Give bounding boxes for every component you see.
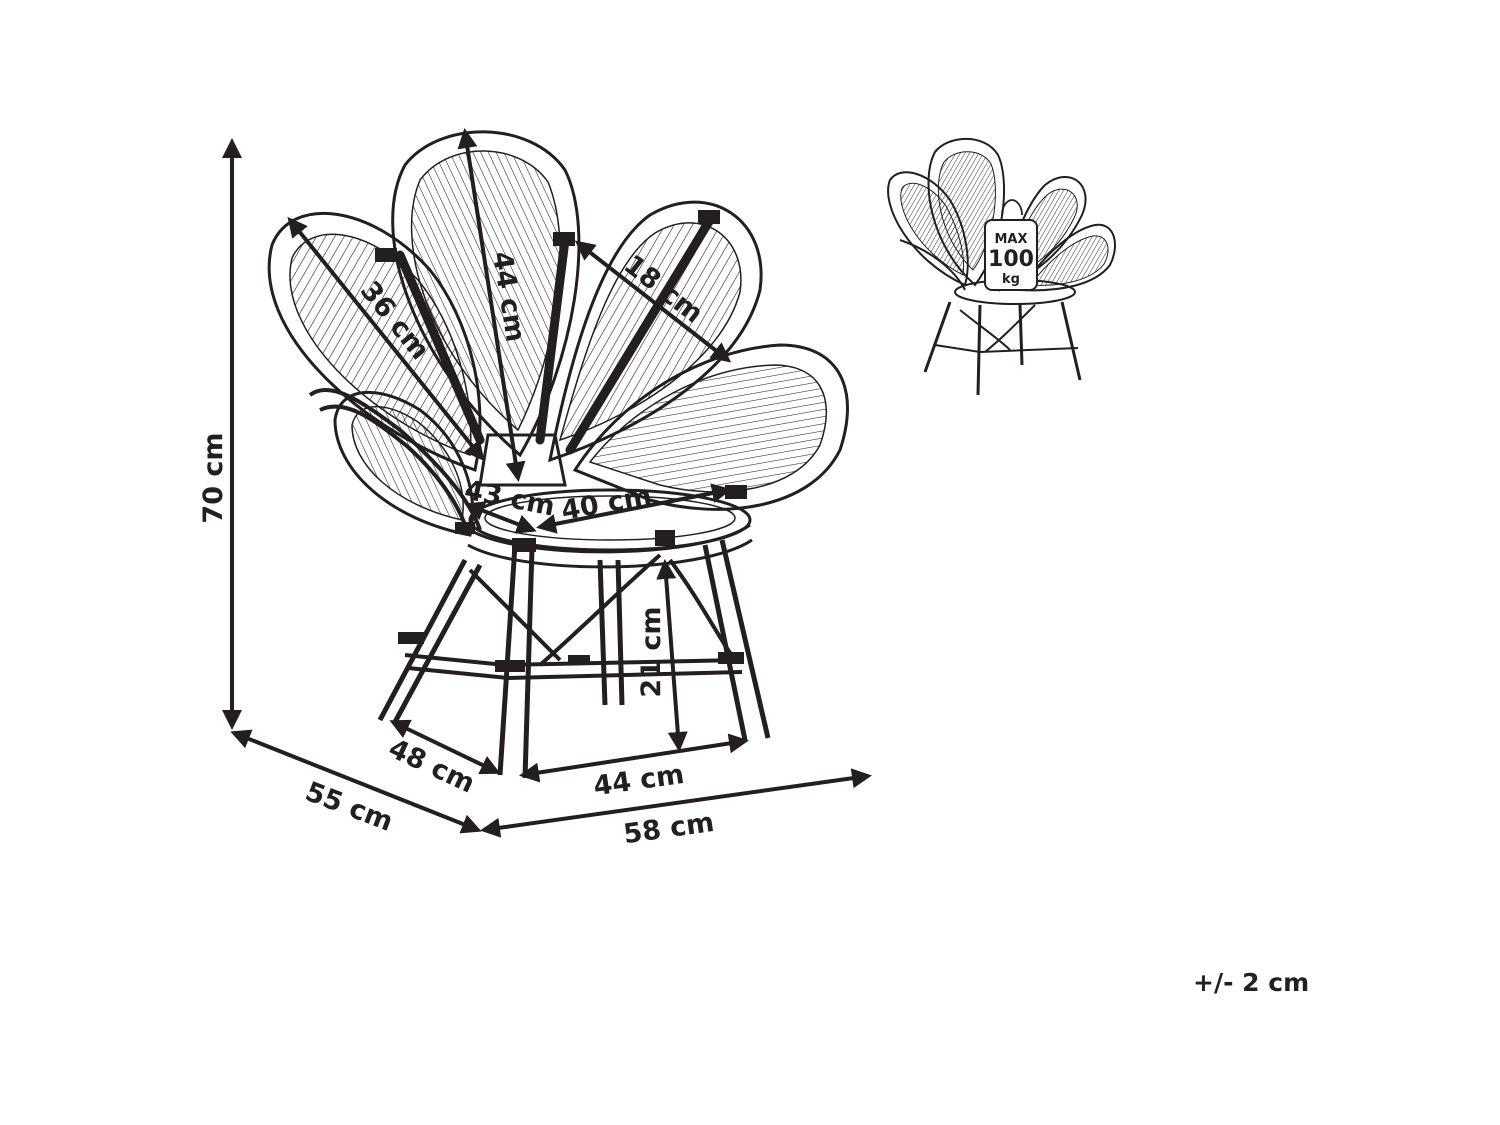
max-load-value: 100 bbox=[988, 247, 1034, 272]
tolerance-note: +/- 2 cm bbox=[1193, 968, 1310, 997]
max-load-unit: kg bbox=[1002, 272, 1020, 287]
label-depth-legs: 48 cm bbox=[384, 733, 480, 800]
max-load-chair-thumbnail: MAX 100 kg bbox=[887, 137, 1116, 396]
label-seat-width: 40 cm bbox=[559, 480, 654, 526]
dimension-arrows bbox=[222, 128, 872, 838]
label-height-total: 70 cm bbox=[198, 432, 229, 523]
main-chair-drawing bbox=[267, 130, 849, 779]
max-load-label: MAX bbox=[994, 232, 1027, 247]
label-width-legs: 44 cm bbox=[592, 759, 687, 802]
label-seat-depth: 43 cm bbox=[462, 475, 557, 523]
label-seat-height: 21 cm bbox=[636, 606, 667, 697]
label-depth-total: 55 cm bbox=[301, 776, 397, 838]
label-width-total: 58 cm bbox=[622, 807, 717, 850]
